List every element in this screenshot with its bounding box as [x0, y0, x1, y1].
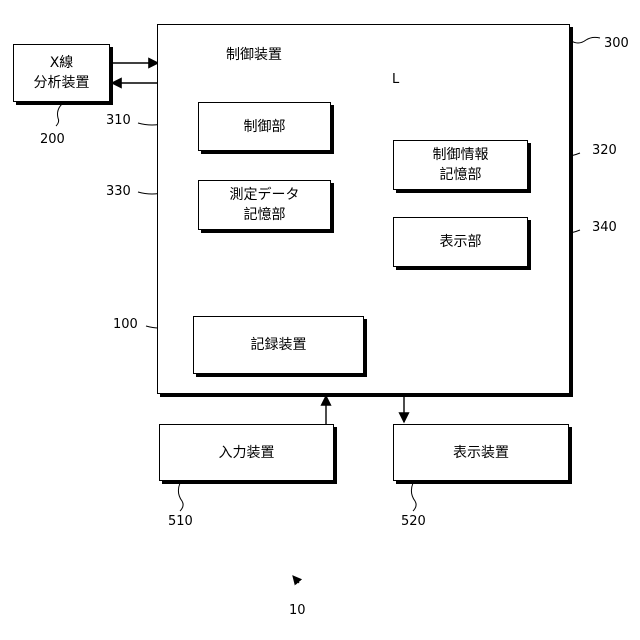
ref-100: 100 — [113, 317, 138, 333]
ref-200: 200 — [40, 132, 65, 148]
control-info-line1: 制御情報 — [433, 145, 489, 165]
control-info-storage-box: 制御情報 記憶部 — [393, 140, 528, 190]
measurement-line1: 測定データ — [230, 185, 300, 205]
control-unit-label: 制御部 — [244, 117, 286, 137]
xray-analyzer-box: X線 分析装置 — [13, 44, 110, 102]
bus-label: L — [392, 72, 399, 88]
ref-300: 300 — [604, 36, 629, 52]
control-device-title: 制御装置 — [226, 44, 282, 64]
figure-number: 10 — [289, 603, 306, 619]
display-device-box: 表示装置 — [393, 424, 569, 481]
xray-analyzer-line1: X線 — [34, 53, 90, 73]
recording-device-box: 記録装置 — [193, 316, 364, 374]
ref-340: 340 — [592, 220, 617, 236]
leader-300 — [570, 37, 600, 43]
ref-510: 510 — [168, 514, 193, 530]
input-device-label: 入力装置 — [219, 443, 275, 463]
ref-330: 330 — [106, 184, 131, 200]
input-device-box: 入力装置 — [159, 424, 334, 481]
ref-320: 320 — [592, 143, 617, 159]
display-unit-box: 表示部 — [393, 217, 528, 267]
leader-520 — [411, 483, 416, 511]
control-info-line2: 記憶部 — [433, 165, 489, 185]
ref-520: 520 — [401, 514, 426, 530]
display-device-label: 表示装置 — [453, 443, 509, 463]
ref-310: 310 — [106, 113, 131, 129]
leader-200 — [56, 104, 62, 126]
figure-arrow — [293, 576, 299, 583]
measurement-line2: 記憶部 — [230, 205, 300, 225]
display-unit-label: 表示部 — [440, 232, 482, 252]
recording-device-label: 記録装置 — [251, 335, 307, 355]
control-unit-box: 制御部 — [198, 102, 331, 151]
leader-510 — [178, 483, 183, 511]
xray-analyzer-line2: 分析装置 — [34, 73, 90, 93]
measurement-storage-box: 測定データ 記憶部 — [198, 180, 331, 230]
